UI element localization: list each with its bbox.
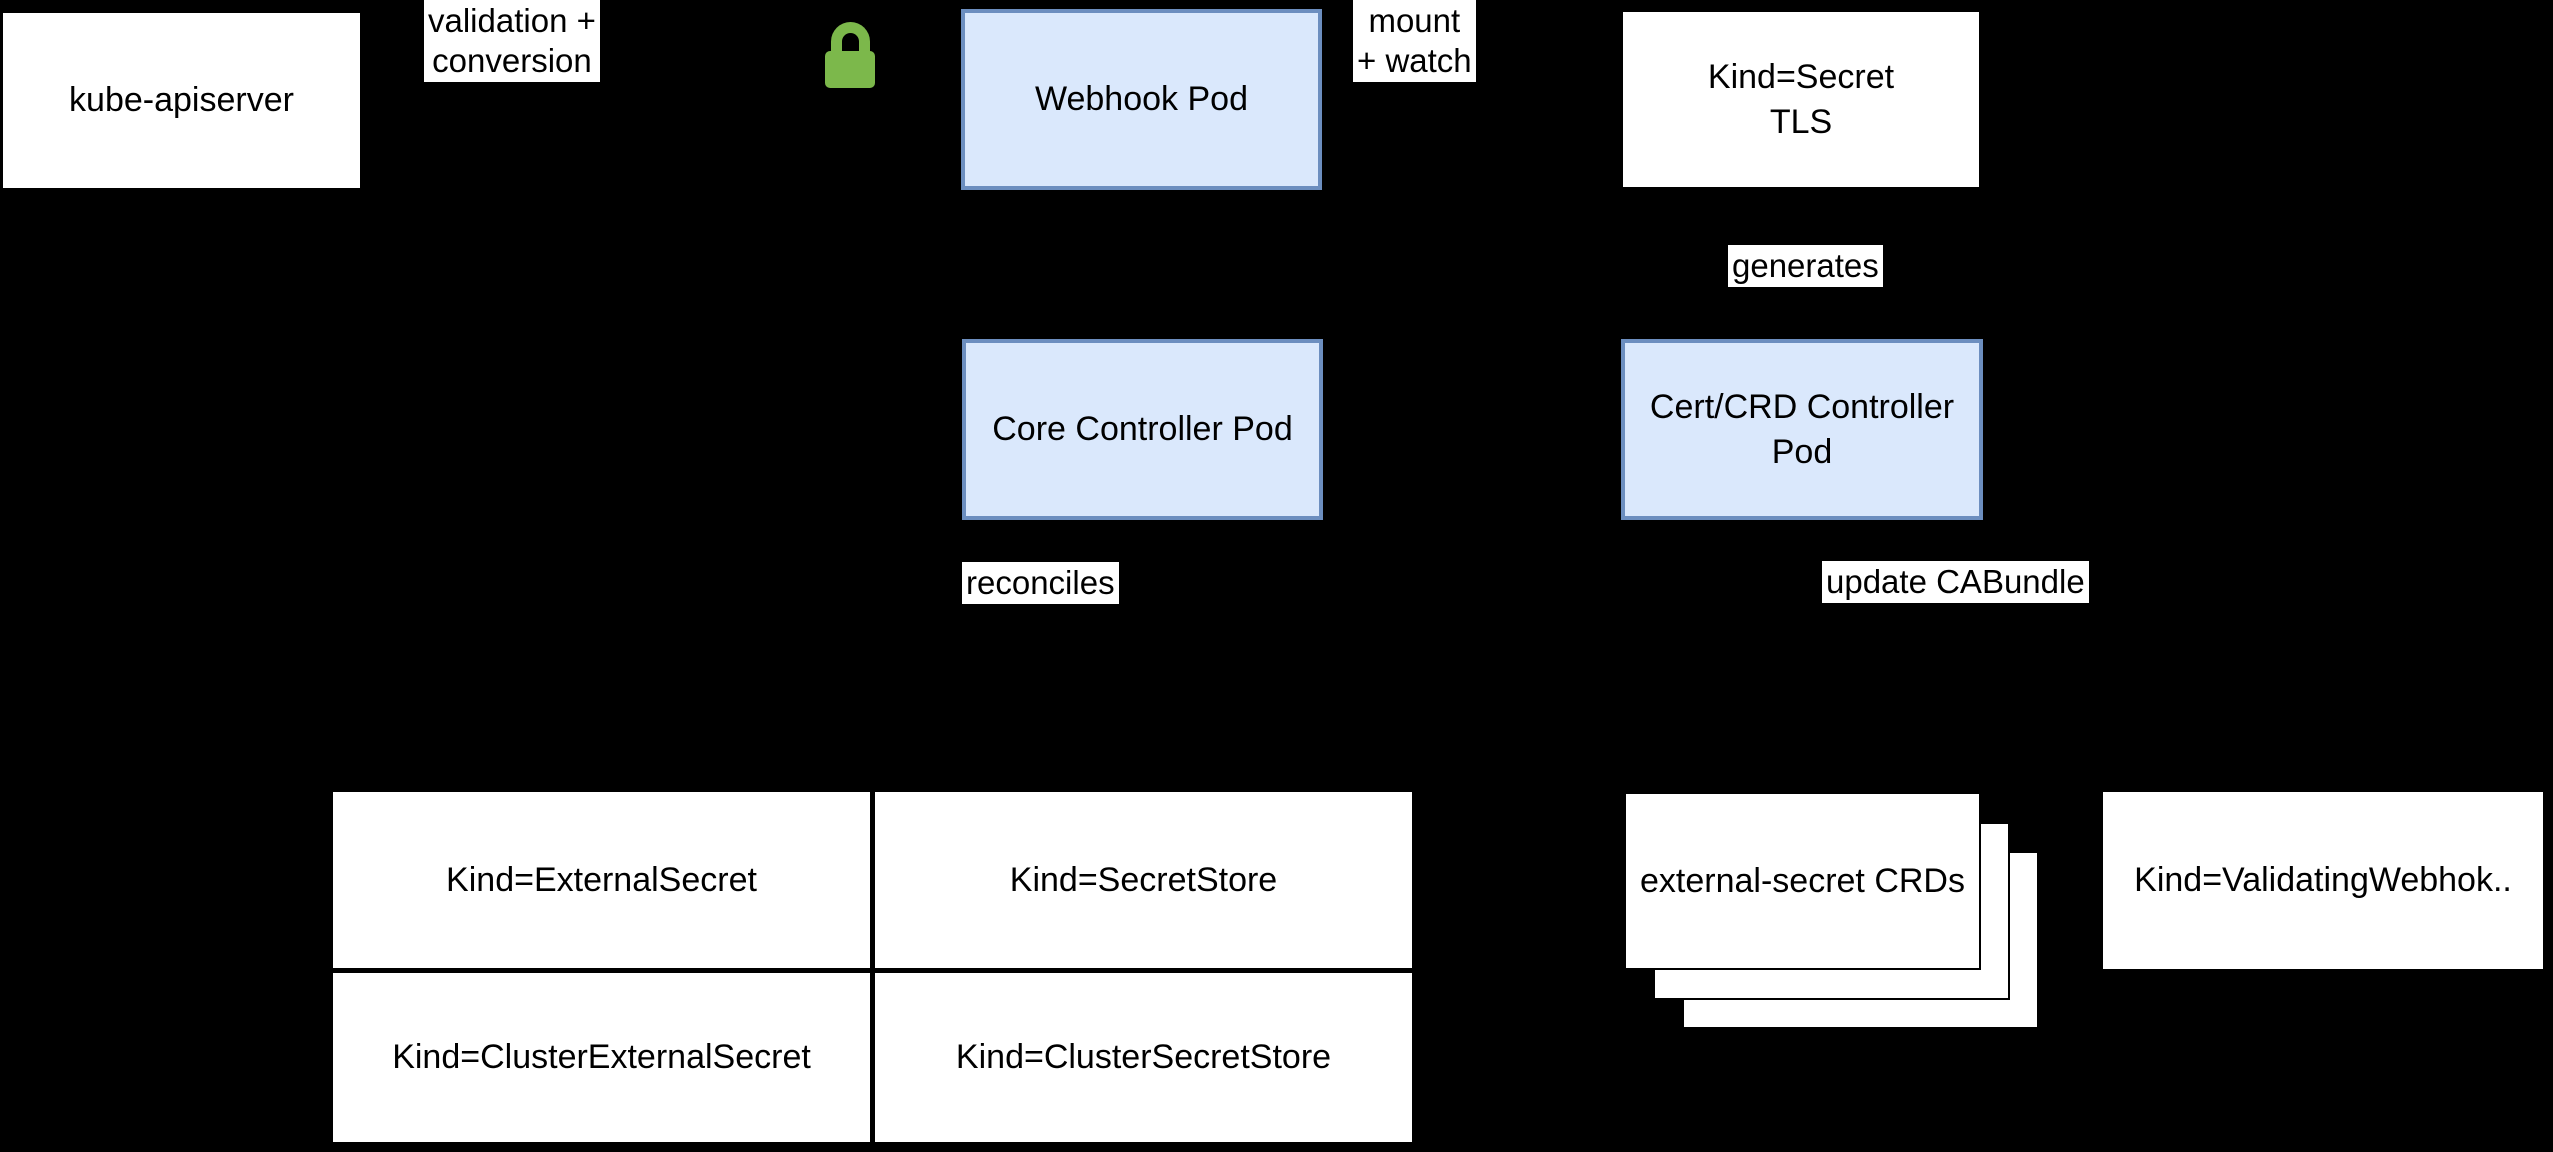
edge-label-mount-watch: mount + watch <box>1353 0 1476 82</box>
edge-label-reconciles: reconciles <box>962 562 1119 604</box>
webhook-pod-node: Webhook Pod <box>961 9 1322 190</box>
edge-label-update-cabundle: update CABundle <box>1822 561 2089 603</box>
lock-body <box>825 51 875 88</box>
lock-icon <box>825 22 875 88</box>
external-secret-crds-stack: external-secret CRDs <box>1624 792 2041 1030</box>
lock-shackle <box>831 22 870 67</box>
crd-kinds-table: Kind=ExternalSecret Kind=SecretStore Kin… <box>333 792 1412 1142</box>
table-cell-secret-store: Kind=SecretStore <box>875 792 1412 968</box>
core-controller-pod-node: Core Controller Pod <box>962 339 1323 520</box>
kube-apiserver-node: kube-apiserver <box>3 13 360 188</box>
kind-secret-tls-node: Kind=Secret TLS <box>1623 12 1979 187</box>
stack-sheet-front: external-secret CRDs <box>1624 792 1981 970</box>
table-cell-external-secret: Kind=ExternalSecret <box>333 792 870 968</box>
edge-label-generates: generates <box>1728 245 1883 287</box>
cert-crd-controller-pod-node: Cert/CRD Controller Pod <box>1621 339 1983 520</box>
table-cell-cluster-external-secret: Kind=ClusterExternalSecret <box>333 973 870 1142</box>
edge-label-validation-conversion: validation + conversion <box>424 0 600 82</box>
validating-webhook-node: Kind=ValidatingWebhok.. <box>2103 792 2543 969</box>
table-cell-cluster-secret-store: Kind=ClusterSecretStore <box>875 973 1412 1142</box>
